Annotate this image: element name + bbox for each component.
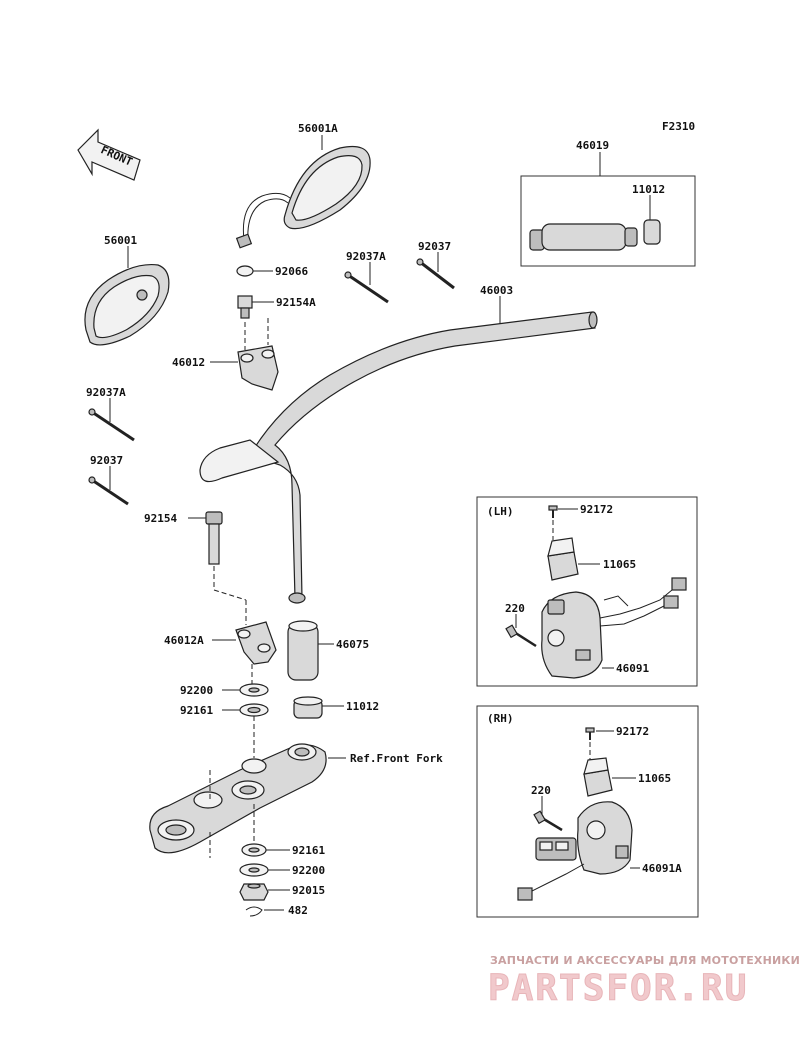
- label-pin-92037-left: 92037: [90, 454, 123, 467]
- grip-end-11012: [293, 696, 323, 719]
- pin-92037a-top: [344, 271, 389, 304]
- label-pin-92037-top: 92037: [418, 240, 451, 253]
- mirror-right: [235, 145, 371, 249]
- grip-46075: [287, 620, 319, 681]
- label-grip-end: 11012: [346, 700, 379, 713]
- clip-482: [245, 906, 263, 917]
- label-rh-bolt: 220: [531, 784, 551, 797]
- label-washer-92200-upper: 92200: [180, 684, 213, 697]
- label-rh-screw: 92172: [616, 725, 649, 738]
- label-bolt: 92154: [144, 512, 177, 525]
- front-arrow-icon: FRONT: [77, 128, 141, 181]
- holder-upper-46012: [237, 345, 279, 391]
- pin-92037-top: [416, 258, 455, 290]
- lh-switch-46091: [541, 577, 687, 679]
- label-handlebar: 46003: [480, 284, 513, 297]
- label-clip: 482: [288, 904, 308, 917]
- lh-screw-92172: [548, 505, 558, 518]
- inset-rh-box: [476, 705, 699, 918]
- rh-cover-11065: [583, 757, 613, 797]
- label-rh-switch: 46091A: [642, 862, 682, 875]
- handlebar: [199, 311, 598, 604]
- label-lh-cover: 11065: [603, 558, 636, 571]
- label-grip-box-end: 11012: [632, 183, 665, 196]
- label-ref-front-fork: Ref.Front Fork: [350, 752, 443, 765]
- label-nut: 92015: [292, 884, 325, 897]
- label-collar-92161-upper: 92161: [180, 704, 213, 717]
- watermark-text: ЗАПЧАСТИ И АКСЕССУАРЫ ДЛЯ МОТОТЕХНИКИ: [490, 954, 800, 967]
- grip-assembly: [529, 219, 661, 251]
- label-damper-top: 92154A: [276, 296, 316, 309]
- inset-rh-title: (RH): [487, 712, 514, 725]
- lh-bolt-220: [505, 624, 537, 648]
- pin-92037-left: [88, 476, 129, 506]
- rh-switch-46091a: [517, 801, 633, 901]
- label-mirror-left: 56001: [104, 234, 137, 247]
- damper-92154a: [237, 295, 253, 319]
- watermark-logo: PARTSFOR.RU: [488, 968, 748, 1009]
- bolt-92154: [205, 511, 223, 565]
- label-mirror-right: 56001A: [298, 122, 338, 135]
- mirror-left: [84, 263, 170, 346]
- label-pin-92037a-left: 92037A: [86, 386, 126, 399]
- label-holder-lower: 46012A: [164, 634, 204, 647]
- inset-lh-title: (LH): [487, 505, 514, 518]
- label-washer-92200-lower: 92200: [292, 864, 325, 877]
- washer-92066: [236, 265, 254, 277]
- label-grip: 46075: [336, 638, 369, 651]
- rh-screw-92172: [585, 727, 595, 740]
- rh-bolt-220: [533, 810, 563, 832]
- label-washer-top: 92066: [275, 265, 308, 278]
- inset-lh-box: [476, 496, 698, 687]
- label-lh-bolt: 220: [505, 602, 525, 615]
- label-collar-92161-lower: 92161: [292, 844, 325, 857]
- pin-92037a-left: [88, 408, 135, 442]
- label-holder-upper: 46012: [172, 356, 205, 369]
- nut-92015: [239, 883, 269, 901]
- label-lh-switch: 46091: [616, 662, 649, 675]
- label-lh-screw: 92172: [580, 503, 613, 516]
- label-rh-cover: 11065: [638, 772, 671, 785]
- figure-code: F2310: [662, 120, 695, 133]
- upper-triple-clamp: [149, 743, 327, 854]
- label-pin-92037a-top: 92037A: [346, 250, 386, 263]
- label-grip-box: 46019: [576, 139, 609, 152]
- lh-cover-11065: [547, 537, 579, 581]
- grip-assembly-box: [520, 175, 696, 267]
- holder-lower-46012a: [235, 621, 277, 665]
